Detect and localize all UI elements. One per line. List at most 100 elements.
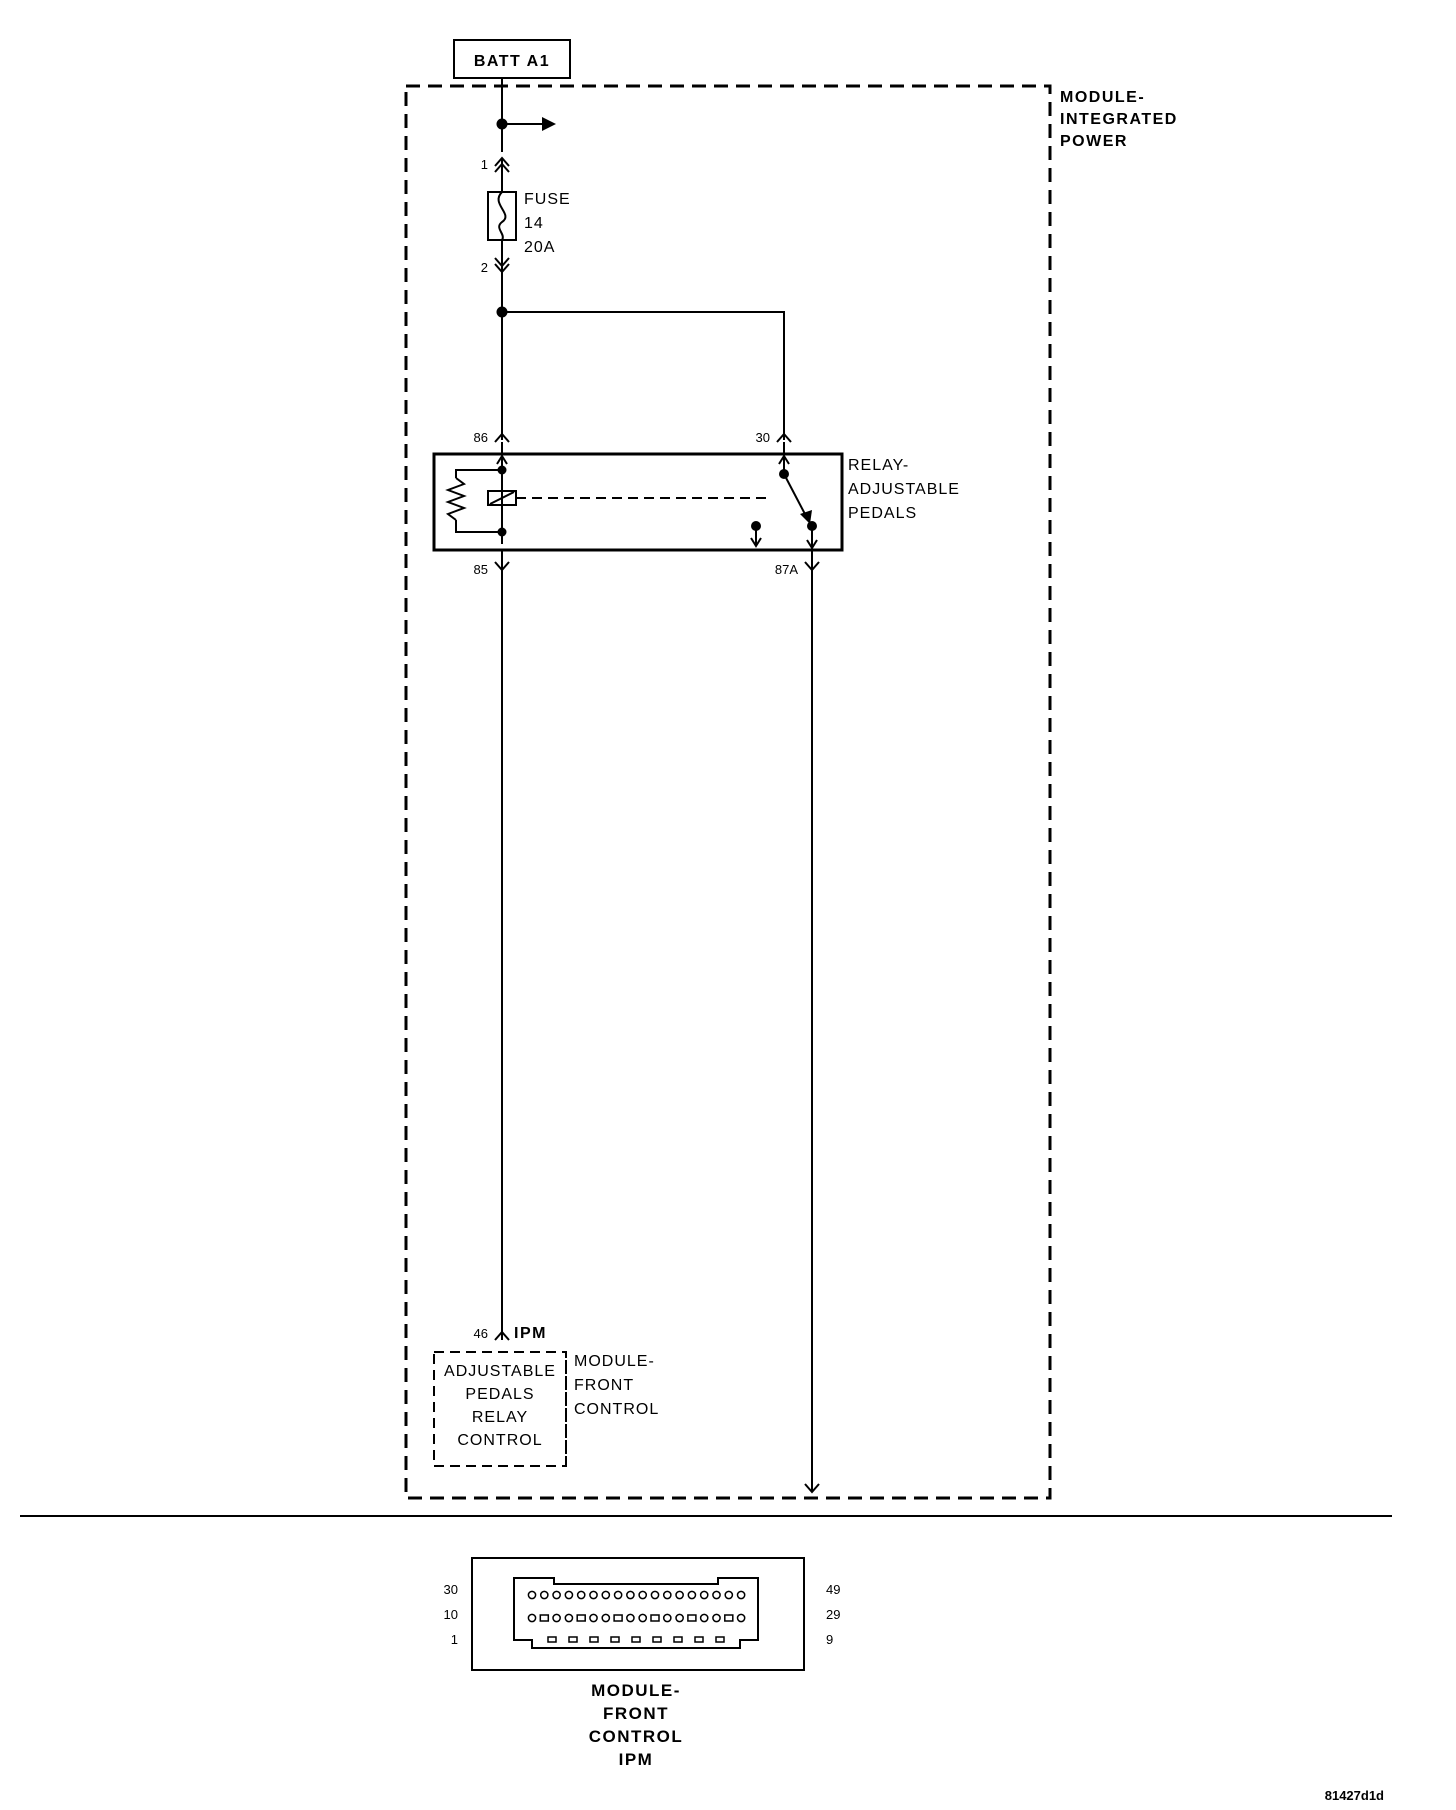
connector-title-line3: CONTROL xyxy=(589,1727,684,1746)
connector-right-mid-pin: 29 xyxy=(826,1607,840,1622)
connector-pin-cavity xyxy=(613,1614,623,1622)
relay-adjustable-pedals xyxy=(432,442,844,552)
relay-label-line3: PEDALS xyxy=(848,505,917,522)
connector-pin-cavity xyxy=(589,1590,598,1600)
ipm-label-line3: POWER xyxy=(1060,133,1128,150)
battery-label: BATT A1 xyxy=(474,53,550,70)
connector-right-top-pin: 49 xyxy=(826,1582,840,1597)
fuse-label-line1: FUSE xyxy=(524,191,571,208)
ipm-boundary xyxy=(404,84,1052,1500)
resistor-lead-bottom xyxy=(455,520,502,533)
fuse-element-icon xyxy=(497,191,507,241)
connector-pin-cavity xyxy=(675,1613,684,1623)
fuse-label-line3: 20A xyxy=(524,239,555,256)
ipm-label-line1: MODULE- xyxy=(1060,89,1145,106)
continuation-arrow-icon xyxy=(804,1483,820,1494)
connector-pin-cavity xyxy=(699,1590,709,1600)
connector-pin-cavity xyxy=(589,1636,599,1643)
fcm-name-line1: MODULE- xyxy=(574,1353,655,1370)
connector-title-line2: FRONT xyxy=(603,1704,669,1723)
connector-chevron-icon xyxy=(494,1330,510,1341)
relay-coil-slash xyxy=(489,491,515,505)
fcm-pin-label: 46 xyxy=(474,1326,488,1341)
connector-pin-cavity xyxy=(699,1613,709,1623)
connector-housing xyxy=(513,1577,759,1649)
relay-body xyxy=(432,452,844,552)
connector-pin-cavity xyxy=(539,1614,550,1622)
connector-pin-cavity xyxy=(675,1590,684,1600)
fcm-connector-label: IPM xyxy=(514,1325,547,1342)
connector-pin-cavity xyxy=(631,1636,641,1643)
connector-left-mid-pin: 10 xyxy=(444,1607,458,1622)
connector-pin-cavity xyxy=(601,1590,611,1600)
connector-pin-cavity xyxy=(724,1614,734,1622)
wire-to-pin-30 xyxy=(502,311,785,440)
connector-pin-cavity xyxy=(576,1590,586,1600)
relay-label-line2: ADJUSTABLE xyxy=(848,481,960,498)
connector-outline xyxy=(471,1557,805,1671)
connector-pin-cavity xyxy=(601,1613,611,1623)
connector-pin-cavity xyxy=(613,1590,623,1600)
branch-arrow-icon xyxy=(542,117,556,131)
battery-source: BATT A1 xyxy=(453,39,571,79)
relay-pin-86-label: 86 xyxy=(474,430,488,445)
connector-pin-cavity xyxy=(527,1613,537,1623)
connector-chevron-icon xyxy=(776,432,792,443)
relay-pin-30-label: 30 xyxy=(756,430,770,445)
switch-blade xyxy=(783,473,807,517)
connector-pin-cavity xyxy=(564,1590,574,1600)
fcm-connection: 46 IPM ADJUSTABLE PEDALS RELAY CONTROL M… xyxy=(433,1325,659,1467)
connector-pin-cavity xyxy=(650,1614,660,1622)
fuse-pin-in: 1 xyxy=(481,157,488,172)
connector-pin-cavity xyxy=(652,1636,662,1643)
connector-pin-cavity xyxy=(712,1590,721,1600)
connector-chevron-icon xyxy=(494,257,510,268)
connector-pin-cavity xyxy=(547,1636,557,1643)
connector-pin-cavity xyxy=(673,1636,683,1643)
connector-pin-cavity xyxy=(736,1590,746,1600)
connector-pin-cavity xyxy=(638,1613,648,1623)
fcm-function-box xyxy=(433,1351,567,1467)
drawing-id: 81427d1d xyxy=(1325,1788,1384,1803)
connector-pin-cavity xyxy=(694,1636,704,1643)
relay-label-line1: RELAY- xyxy=(848,457,909,474)
relay-internal-arrow-icon xyxy=(750,537,762,548)
switch-blade-arrow-icon xyxy=(800,510,812,524)
fcm-function-line4: CONTROL xyxy=(457,1432,542,1449)
connector-pin-cavity xyxy=(715,1636,725,1643)
fcm-name-line3: CONTROL xyxy=(574,1401,659,1418)
connector-pin-cavity xyxy=(662,1613,672,1623)
connector-title-line1: MODULE- xyxy=(591,1681,681,1700)
connector-pin-cavity xyxy=(564,1613,574,1623)
connector-title-line4: IPM xyxy=(619,1750,654,1769)
ipm-label-line2: INTEGRATED xyxy=(1060,111,1178,128)
resistor-lead-top xyxy=(455,469,502,478)
connector-pin-cavity xyxy=(626,1590,635,1600)
relay-pin-85-label: 85 xyxy=(474,562,488,577)
connector-pin-cavity xyxy=(687,1614,697,1622)
resistor-icon xyxy=(445,477,467,521)
connector-pin-cavity xyxy=(650,1590,660,1600)
connector-left-bottom-pin: 1 xyxy=(451,1632,458,1647)
connector-right-bottom-pin: 9 xyxy=(826,1632,833,1647)
fcm-function-line1: ADJUSTABLE xyxy=(444,1363,556,1380)
fcm-function-line3: RELAY xyxy=(472,1409,528,1426)
fcm-name-line2: FRONT xyxy=(574,1377,634,1394)
connector-chevron-icon xyxy=(494,263,510,274)
connector-pin-cavity xyxy=(589,1613,598,1623)
ipm-module-label: MODULE- INTEGRATED POWER xyxy=(1060,89,1178,150)
battery-label-box xyxy=(453,39,571,79)
connector-pin-cavity xyxy=(724,1590,734,1600)
connector-pin-cavity xyxy=(662,1590,672,1600)
fuse-pin-out: 2 xyxy=(481,260,488,275)
connector-pin-cavity xyxy=(626,1613,635,1623)
relay-label: RELAY- ADJUSTABLE PEDALS xyxy=(848,457,960,522)
connector-pin-cavity xyxy=(610,1636,620,1643)
connector-pin-cavity xyxy=(539,1590,549,1600)
connector-pin-cavity xyxy=(552,1613,561,1623)
connector-pin-cavity xyxy=(712,1613,721,1623)
fuse-label-line2: 14 xyxy=(524,215,544,232)
connector-pin-cavity xyxy=(687,1590,697,1600)
relay-internal-arrow-icon xyxy=(806,539,818,550)
